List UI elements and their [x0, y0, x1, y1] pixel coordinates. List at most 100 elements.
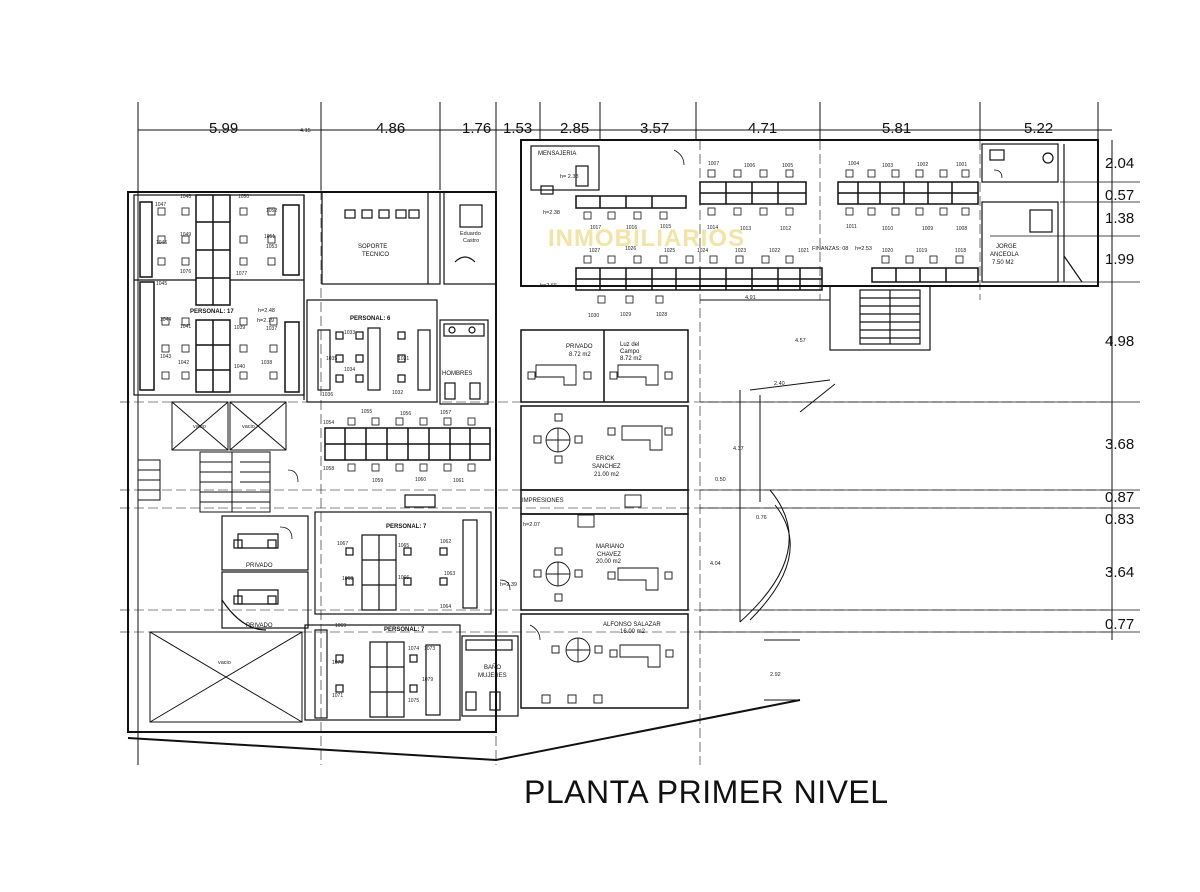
desk-number: 1054: [323, 420, 334, 426]
desk-number: 1063: [444, 571, 455, 577]
desk-number: 1056: [400, 411, 411, 417]
label-bano-2: MUJERES: [478, 673, 507, 679]
desk-number: 1032: [392, 390, 403, 396]
outer-walls: [127, 139, 1099, 762]
desk-number: 1037: [266, 326, 277, 332]
label-bano-1: BAÑO: [484, 664, 501, 671]
dim-interior-5: 0.50: [715, 477, 726, 483]
desk-number: 1048: [180, 194, 191, 200]
label-jorge-2: ANCEOLA: [990, 252, 1019, 258]
dim-top-1: 5.99: [209, 120, 238, 137]
desk-number: 1018: [955, 248, 966, 254]
desk-number: 1001: [956, 162, 967, 168]
label-alfonso-1: ALFONSO SALAZAR: [603, 622, 661, 628]
desk-number: 1026: [625, 246, 636, 252]
desk-number: 1061: [453, 478, 464, 484]
desk-number: 1079: [422, 677, 433, 683]
label-mariano-3: 20.00 m2: [596, 559, 622, 565]
dim-right-9: 3.64: [1105, 564, 1134, 581]
desk-number: 1060: [415, 477, 426, 483]
chairs-finanzas-bottom: [583, 255, 964, 304]
dim-interior-2: 4.57: [795, 338, 806, 344]
desk-number: 1033: [344, 330, 355, 336]
desk-number: 1068: [342, 576, 353, 582]
dim-right-6: 3.68: [1105, 436, 1134, 453]
desk-number: 1070: [332, 660, 343, 666]
workstations-finanzas-top: [575, 181, 979, 209]
label-vacio-3: vacio: [218, 660, 231, 666]
desk-number: 1025: [664, 248, 675, 254]
label-h207: h=2.07: [523, 522, 540, 528]
label-privado-a-1: PRIVADO: [566, 344, 593, 350]
desk-number: 1047: [155, 202, 166, 208]
room-hombres: [439, 319, 489, 405]
room-soporte-tecnico: [321, 191, 441, 285]
desk-number: 1074: [408, 646, 419, 652]
dim-interior-6: 0.76: [756, 515, 767, 521]
dim-top-6: 2.85: [560, 120, 589, 137]
desk-number: 1019: [916, 248, 927, 254]
desk-number: 1043: [160, 354, 171, 360]
desk-number: 1023: [735, 248, 746, 254]
desk-number: 1013: [740, 226, 751, 232]
plan-title: PLANTA PRIMER NIVEL: [524, 774, 889, 810]
desk-number: 1029: [620, 312, 631, 318]
desk-number: 1076: [180, 269, 191, 275]
label-personal-7-b: PERSONAL: 7: [384, 627, 425, 633]
label-eduardo-1: Eduardo: [460, 231, 481, 237]
desk-number: 1065: [398, 543, 409, 549]
stairs-right: [829, 285, 931, 351]
workstations-personal-17: [139, 194, 300, 393]
offices-privado-left: [221, 515, 309, 631]
label-personal-7-a: PERSONAL: 7: [386, 524, 427, 530]
room-bano-mujeres: [461, 635, 519, 717]
desk-number: 1058: [323, 466, 334, 472]
desk-number: 1022: [769, 248, 780, 254]
desk-number: 1008: [956, 226, 967, 232]
dim-interior-4: 4.37: [733, 446, 744, 452]
desk-number: 1010: [882, 226, 893, 232]
dim-right-7: 0.87: [1105, 489, 1134, 506]
dim-top-8: 4.71: [748, 120, 777, 137]
chairs-finanzas-top: [583, 169, 970, 220]
label-soporte-2: TECNICO: [362, 252, 389, 258]
dim-top-3: 4.86: [376, 120, 405, 137]
label-personal-17: PERSONAL: 17: [190, 309, 234, 315]
label-privado-b: PRIVADO: [246, 563, 273, 569]
doors: [279, 149, 1003, 641]
label-impresiones: IMPRESIONES: [522, 498, 564, 504]
desk-number: 1066: [398, 575, 409, 581]
desk-number: 1052: [266, 208, 277, 214]
label-hombres: HOMBRES: [442, 371, 472, 377]
void-bottom-left: [149, 631, 303, 723]
desk-number: 1011: [846, 224, 857, 230]
dim-top-5: 1.53: [503, 120, 532, 137]
desk-number: 1071: [332, 693, 343, 699]
desk-number: 1002: [917, 162, 928, 168]
room-jorge-anceola: [981, 143, 1083, 283]
label-h279: h=2.79: [257, 318, 274, 324]
desk-number: 1069: [335, 623, 346, 629]
desk-number: 1051: [264, 234, 275, 240]
label-personal-6: PERSONAL: 6: [350, 316, 391, 322]
office-personal-7-a: [314, 494, 492, 615]
desk-number: 1057: [440, 410, 451, 416]
dim-right-10: 0.77: [1105, 616, 1134, 633]
desk-number: 1035: [326, 356, 337, 362]
exterior-curve: [700, 299, 836, 701]
desk-number: 1021: [798, 248, 809, 254]
label-mariano-2: CHAVEZ: [597, 552, 621, 558]
label-erick-3: 21.00 m2: [594, 472, 620, 478]
dim-top-10: 5.22: [1024, 120, 1053, 137]
desk-number: 1075: [408, 698, 419, 704]
room-mensajeria: [530, 145, 600, 195]
desk-number: 1073: [424, 646, 435, 652]
label-h265: h=2.66: [540, 283, 557, 289]
void-and-stairs-left: [137, 401, 287, 513]
top-dimension-ticks: [137, 102, 1099, 765]
label-jorge-3: 7.50 M2: [992, 260, 1014, 266]
label-h238b: h=2.38: [543, 210, 560, 216]
desk-number: 1044: [160, 317, 171, 323]
